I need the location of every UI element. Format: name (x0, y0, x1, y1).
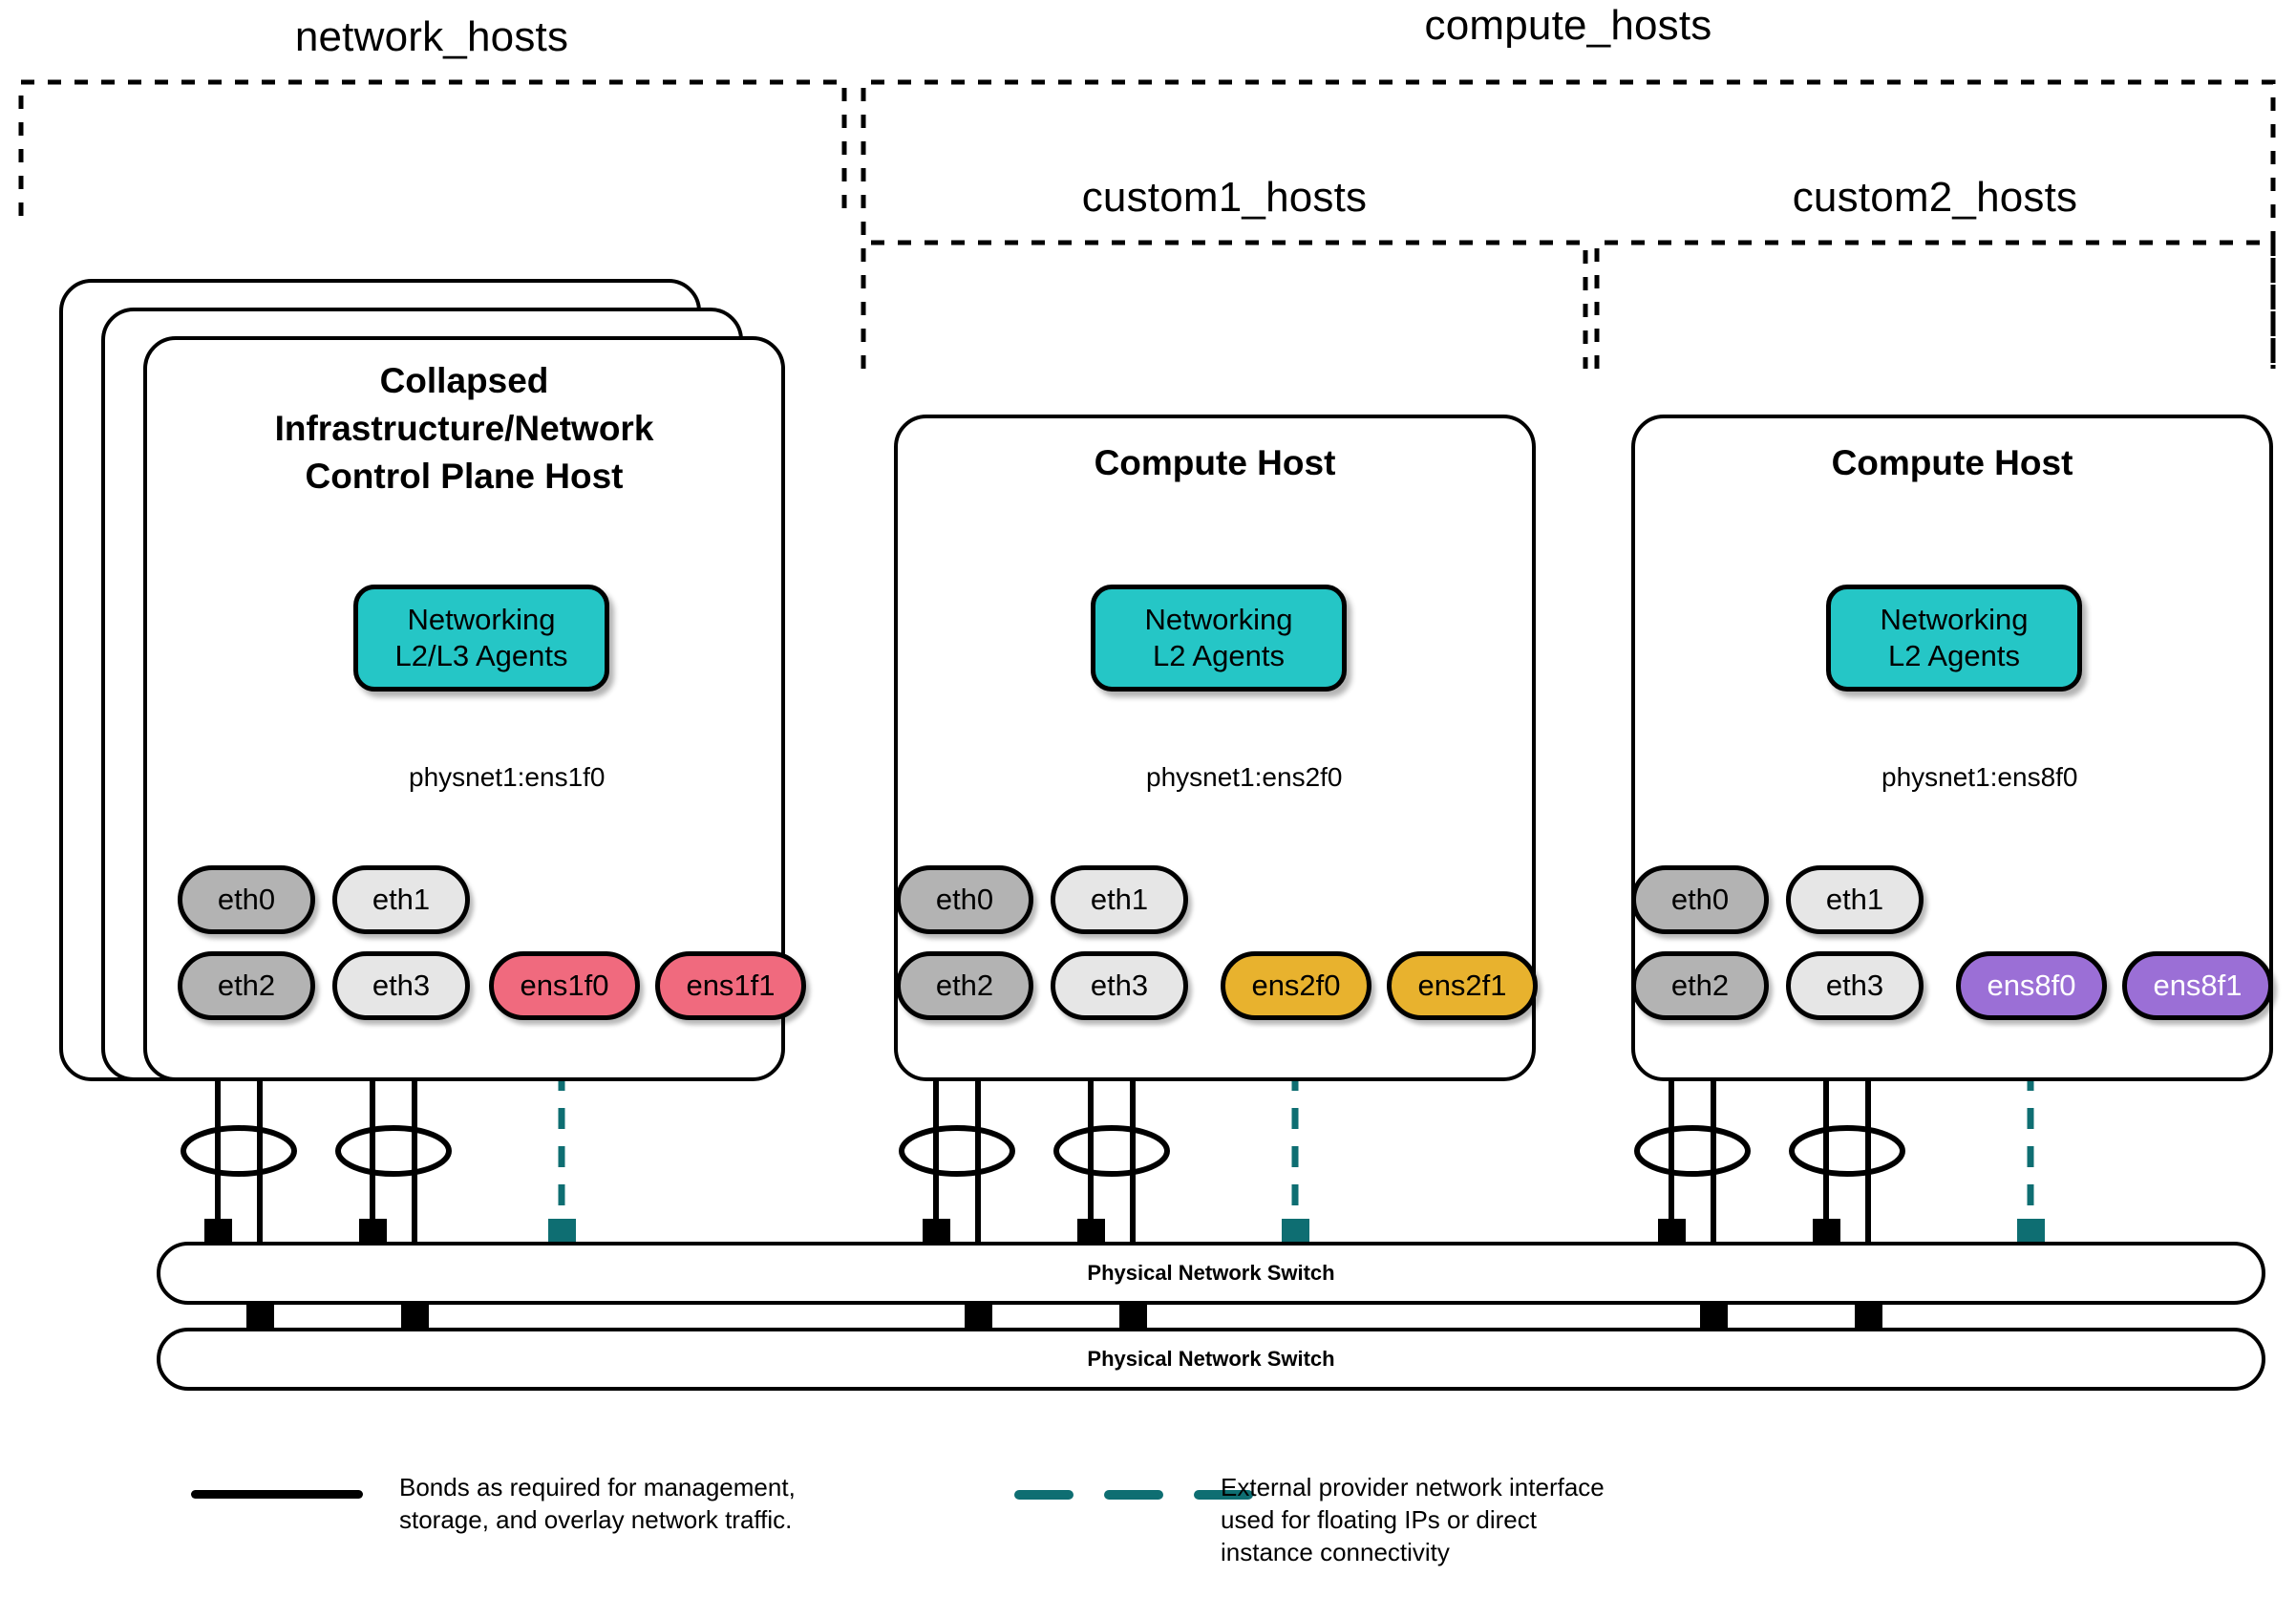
legend-dash-segment (1014, 1490, 1074, 1500)
nic-eth3[interactable]: eth3 (1051, 951, 1188, 1020)
group-boundaries (18, 79, 2276, 369)
physnet-label-network: physnet1:ens1f0 (409, 762, 606, 792)
agent-box-compute-1[interactable]: Networking L2 Agents (1091, 585, 1347, 692)
nic-eth3[interactable]: eth3 (1786, 951, 1924, 1020)
nic-eth2[interactable]: eth2 (178, 951, 315, 1020)
legend-text-bonds: Bonds as required for management, storag… (399, 1473, 796, 1534)
nic-ens2f0[interactable]: ens2f0 (1221, 951, 1371, 1020)
nic-eth0[interactable]: eth0 (1631, 865, 1769, 934)
nic-label: eth1 (1090, 883, 1149, 916)
physnet-label-compute-2: physnet1:ens8f0 (1881, 762, 2078, 792)
nic-label: ens2f1 (1417, 969, 1507, 1002)
nic-label: ens8f0 (1987, 969, 2076, 1002)
host-title: Collapsed Infrastructure/Network Control… (274, 361, 654, 496)
nic-ens8f0[interactable]: ens8f0 (1956, 951, 2107, 1020)
bond-ellipse (335, 1125, 452, 1177)
bond-ellipse (1634, 1125, 1751, 1177)
nic-eth3[interactable]: eth3 (332, 951, 470, 1020)
legend-swatch-bonds (191, 1490, 363, 1499)
group-custom2-hosts-border (1594, 240, 2276, 369)
switch-bottom[interactable]: Physical Network Switch (157, 1328, 2265, 1391)
nic-label: eth3 (1825, 969, 1884, 1002)
switch-label: Physical Network Switch (1087, 1347, 1335, 1371)
nic-label: ens1f0 (520, 969, 609, 1002)
nic-eth2[interactable]: eth2 (896, 951, 1033, 1020)
nic-eth1[interactable]: eth1 (1051, 865, 1188, 934)
host-title: Compute Host (1094, 443, 1336, 482)
nic-label: eth0 (217, 883, 276, 916)
nic-label: eth3 (372, 969, 431, 1002)
nic-eth0[interactable]: eth0 (178, 865, 315, 934)
nic-ens8f1[interactable]: ens8f1 (2122, 951, 2273, 1020)
nic-label: ens2f0 (1251, 969, 1341, 1002)
agent-box-label: Networking L2/L3 Agents (394, 603, 568, 672)
nic-label: eth1 (1825, 883, 1884, 916)
physnet-label-compute-1: physnet1:ens2f0 (1146, 762, 1343, 792)
group-compute-hosts-border (861, 79, 2276, 369)
bond-ellipses (181, 1125, 1905, 1177)
host-title: Compute Host (1831, 443, 2073, 482)
switch-top[interactable]: Physical Network Switch (157, 1242, 2265, 1305)
nic-label: ens1f1 (686, 969, 776, 1002)
agent-box-network[interactable]: Networking L2/L3 Agents (353, 585, 609, 692)
nic-eth1[interactable]: eth1 (332, 865, 470, 934)
nic-label: eth2 (935, 969, 994, 1002)
bond-ellipse (899, 1125, 1015, 1177)
nic-label: eth2 (217, 969, 276, 1002)
nic-eth2[interactable]: eth2 (1631, 951, 1769, 1020)
nic-eth1[interactable]: eth1 (1786, 865, 1924, 934)
bond-ellipse (181, 1125, 297, 1177)
nic-label: eth2 (1670, 969, 1730, 1002)
nic-label: eth3 (1090, 969, 1149, 1002)
nic-ens2f1[interactable]: ens2f1 (1387, 951, 1538, 1020)
group-label-compute-hosts: compute_hosts (1424, 2, 1712, 49)
group-label-custom2-hosts: custom2_hosts (1792, 174, 2078, 221)
switch-label: Physical Network Switch (1087, 1261, 1335, 1285)
bond-ellipse (1053, 1125, 1170, 1177)
agent-box-label: Networking L2 Agents (1144, 603, 1293, 672)
legend-text-external-provider: External provider network interface used… (1221, 1473, 1605, 1566)
bond-ellipse (1789, 1125, 1905, 1177)
nic-ens1f1[interactable]: ens1f1 (655, 951, 806, 1020)
legend-dash-segment (1194, 1490, 1253, 1500)
nic-label: ens8f1 (2153, 969, 2243, 1002)
legend-swatch-external-provider (1014, 1490, 1253, 1500)
nic-ens1f0[interactable]: ens1f0 (489, 951, 640, 1020)
nic-label: eth1 (372, 883, 431, 916)
legend-dash-segment (1104, 1490, 1163, 1500)
nic-label: eth0 (935, 883, 994, 916)
nic-label: eth0 (1670, 883, 1730, 916)
group-network-hosts-border (18, 79, 847, 216)
nic-eth0[interactable]: eth0 (896, 865, 1033, 934)
group-custom1-hosts-border (861, 240, 1588, 369)
group-label-network-hosts: network_hosts (294, 13, 569, 60)
agent-box-compute-2[interactable]: Networking L2 Agents (1826, 585, 2082, 692)
agent-box-label: Networking L2 Agents (1880, 603, 2029, 672)
group-label-custom1-hosts: custom1_hosts (1081, 174, 1368, 221)
